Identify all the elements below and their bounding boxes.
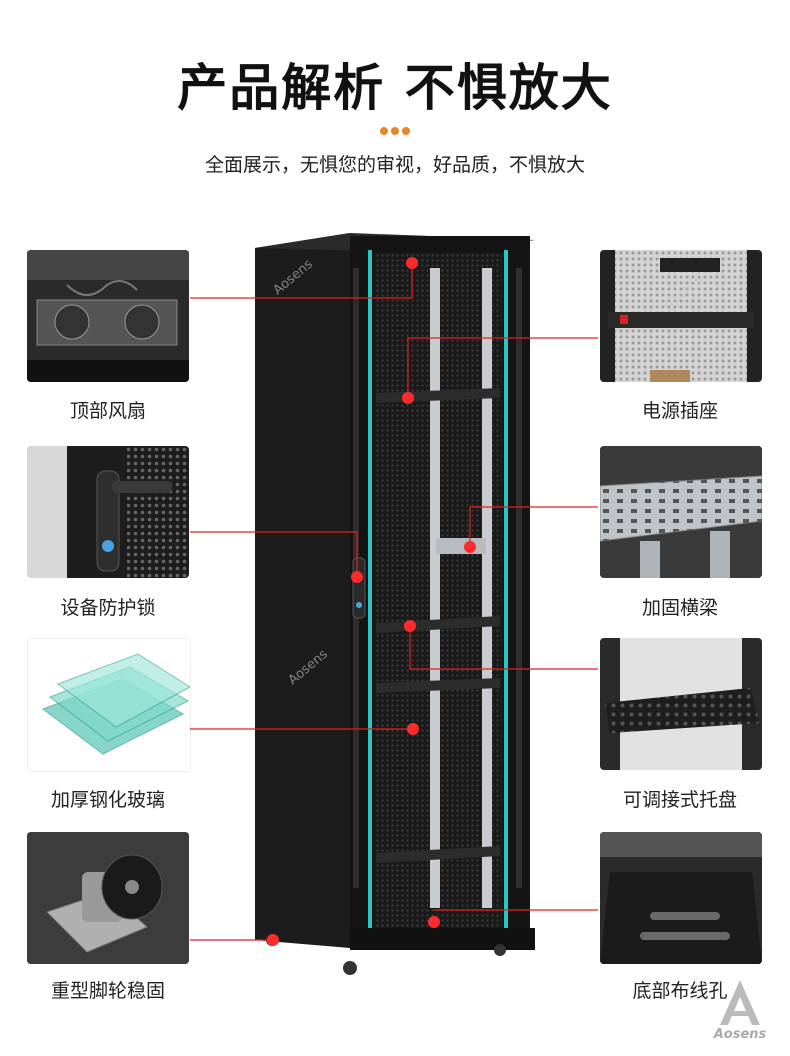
feature-label-tray: 可调接式托盘: [622, 789, 737, 811]
feature-label-beam: 加固横梁: [641, 597, 718, 619]
feature-label-caster: 重型脚轮稳固: [50, 980, 165, 1002]
tray-photo: [600, 638, 762, 770]
page-subtitle: 全面展示，无惧您的审视，好品质，不惧放大: [204, 154, 585, 176]
brand-logo-icon: [720, 980, 760, 1025]
beam-photo: [600, 446, 762, 578]
brand-logo-text: Aosens: [713, 1027, 767, 1042]
feature-label-top-fan: 顶部风扇: [69, 400, 146, 422]
lock-photo: [27, 446, 189, 578]
dot: [402, 127, 410, 135]
feature-label-glass: 加厚钢化玻璃: [50, 789, 165, 811]
cable-hole-photo: [600, 832, 762, 964]
glass-photo: [27, 638, 191, 772]
server-cabinet-image: [255, 233, 535, 975]
caster-photo: [27, 832, 189, 964]
feature-label-lock: 设备防护锁: [60, 597, 156, 619]
dot: [380, 127, 388, 135]
dot: [391, 127, 399, 135]
power-strip-photo: [600, 250, 762, 382]
feature-label-power: 电源插座: [641, 400, 718, 422]
page-title: 产品解析 不惧放大: [177, 59, 613, 117]
title-dots: [380, 127, 410, 135]
feature-label-cable-hole: 底部布线孔: [632, 980, 728, 1002]
top-fan-photo: [27, 250, 189, 382]
